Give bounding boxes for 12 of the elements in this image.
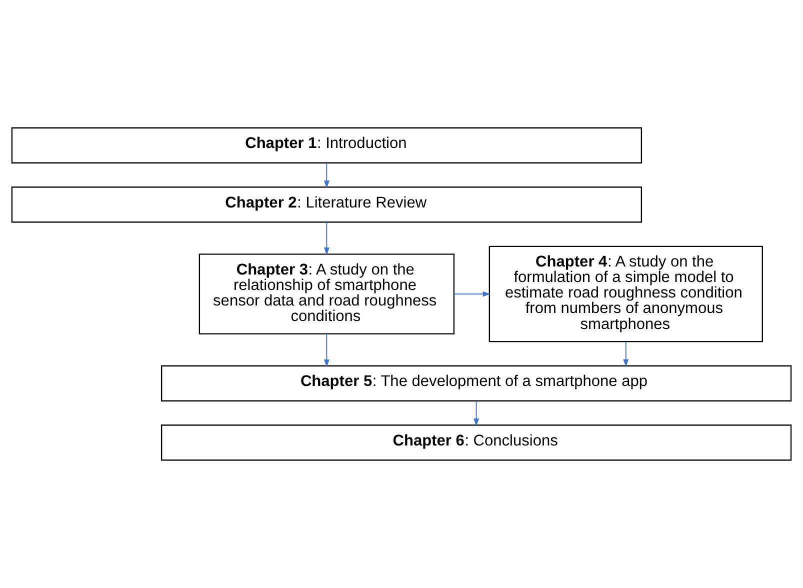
- arrow: [454, 291, 491, 297]
- arrow: [324, 222, 330, 256]
- arrow: [324, 162, 330, 188]
- node-box: Chapter 2: Literature Review: [11, 186, 642, 223]
- node-box: Chapter 6: Conclusions: [160, 424, 792, 461]
- node-box: Chapter 3: A study on the relationship of smartphone sensor data and road roughness conditions: [198, 254, 455, 334]
- node-box: Chapter 5: The development of a smartphone app: [160, 365, 792, 402]
- arrow: [474, 400, 480, 426]
- arrow: [623, 341, 629, 368]
- node-box: Chapter 4: A study on the formulation of a simple model to estimate road roughness condition from numbers of anonymous smartphones: [488, 246, 763, 342]
- arrow: [324, 334, 330, 368]
- node-box: Chapter 1: Introduction: [11, 127, 642, 164]
